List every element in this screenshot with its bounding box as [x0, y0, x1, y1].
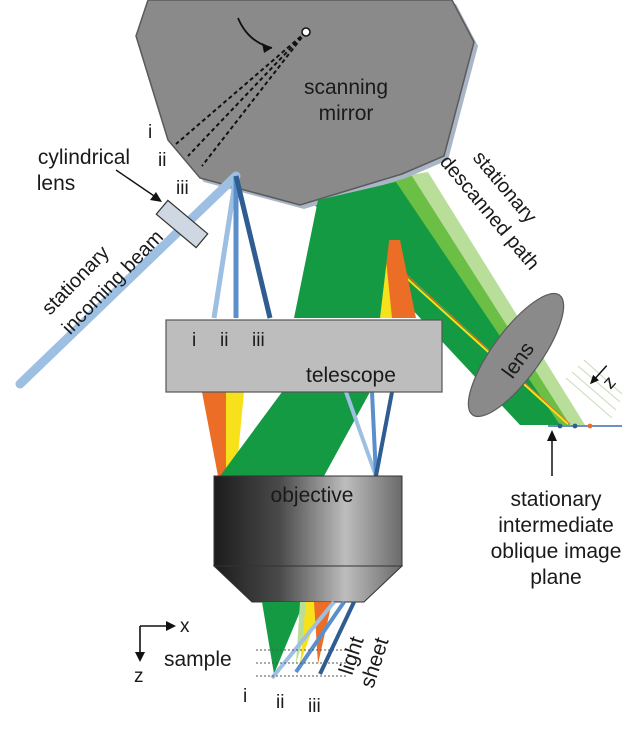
cyl-label-2: lens	[37, 172, 76, 195]
pivot-point-icon	[301, 27, 311, 37]
sample-region: i ii iii light sheet sample	[164, 600, 394, 717]
objective: objective	[212, 475, 404, 603]
mirror-body	[135, 0, 475, 206]
sample-label: sample	[164, 648, 232, 671]
descanned-lens	[467, 292, 565, 418]
rotation-arrowhead-icon	[262, 43, 272, 53]
lower-green-beam	[220, 392, 370, 476]
plane-point-ii	[572, 423, 578, 429]
mirror-pos-ii: ii	[158, 150, 166, 171]
lower-blue-i	[344, 391, 378, 477]
z-axis-label: z	[134, 666, 144, 687]
plane-label-4: plane	[530, 566, 581, 589]
telescope-pos-ii: ii	[220, 330, 228, 351]
image-plane-arrowhead-icon	[547, 430, 557, 441]
lower-blue-iii	[374, 391, 394, 477]
upper-blue-i	[211, 175, 239, 319]
scanning-mirror: scanning mirror i ii iii	[135, 0, 478, 209]
telescope-pos-iii: iii	[252, 330, 265, 351]
xz-axes: x z	[134, 616, 190, 687]
cylindrical-lens-shape	[155, 199, 209, 249]
objective-label: objective	[271, 484, 354, 507]
sheet-beam-iii	[318, 601, 356, 675]
upper-blue-iii	[233, 175, 273, 319]
pivot-line-iii	[201, 31, 307, 167]
plane-label-3: oblique image	[491, 540, 622, 563]
descanned-lens-shape	[467, 292, 565, 418]
z-small-arrowhead-icon	[589, 374, 599, 385]
sample-pos-i: i	[243, 686, 247, 707]
objective-tip	[212, 565, 404, 603]
pivot-line-i	[175, 31, 307, 145]
upper-green-beam	[294, 182, 396, 318]
incoming-beam-line	[15, 171, 241, 389]
sheet-beam-i	[270, 600, 336, 680]
plane-label-2: intermediate	[498, 514, 614, 537]
cylindrical-lens	[155, 199, 209, 249]
sample-green-cone	[262, 602, 304, 674]
sample-pos-ii: ii	[276, 692, 284, 713]
x-axis-arrowhead-icon	[166, 621, 176, 631]
lower-blue-ii	[370, 391, 378, 477]
plane-point-iii	[587, 423, 593, 429]
image-plane: stationary intermediate oblique image pl…	[491, 423, 622, 589]
mirror-label-2: mirror	[319, 102, 374, 125]
sample-pos-iii: iii	[308, 696, 321, 717]
telescope-box	[165, 319, 443, 393]
sheet-beam-ii	[294, 600, 346, 674]
cylindrical-lens-pointer	[115, 169, 161, 201]
incoming-beam-label: stationary incoming beam	[38, 226, 168, 339]
telescope-label: telescope	[306, 364, 396, 387]
mirror-label-1: scanning	[304, 76, 388, 99]
plane-point-i	[557, 423, 563, 429]
lower-beams	[202, 391, 394, 477]
telescope-pos-i: i	[192, 330, 196, 351]
z-axis-small	[589, 365, 608, 385]
z-axis-arrowhead-icon	[135, 652, 145, 662]
telescope: i ii iii telescope	[165, 319, 443, 393]
upper-beams	[211, 175, 416, 319]
light-sheet-label: light sheet	[335, 634, 394, 691]
plane-hatching	[565, 359, 623, 419]
cyl-label-1: cylindrical	[38, 146, 130, 169]
plane-label-1: stationary	[510, 488, 602, 511]
mirror-pos-i: i	[148, 122, 152, 143]
objective-body	[213, 475, 403, 567]
cylindrical-lens-arrowhead-icon	[150, 192, 162, 202]
mirror-pos-iii: iii	[176, 178, 189, 199]
x-axis-label: x	[180, 616, 190, 637]
pivot-line-ii	[187, 31, 307, 157]
lower-orange-beam	[202, 392, 226, 476]
